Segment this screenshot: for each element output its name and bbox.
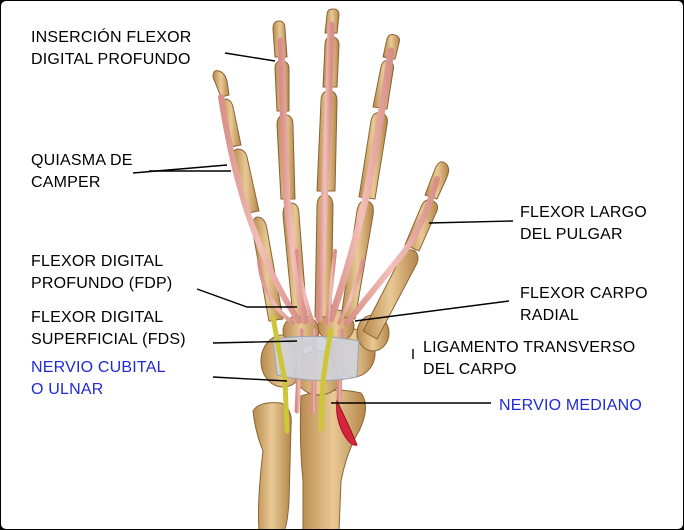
label-ligamento-transverso-del-carpo: LIGAMENTO TRANSVERSO DEL CARPO [423, 337, 635, 381]
transverse-carpal-ligament [272, 335, 360, 382]
label-quiasma-line2: CAMPER [31, 174, 101, 191]
label-cubital-line1: NERVIO CUBITAL [31, 359, 166, 376]
label-insercion-line1: INSERCIÓN FLEXOR [31, 29, 192, 46]
label-cubital-line2: O ULNAR [31, 381, 104, 398]
forearm-bones [252, 389, 366, 529]
label-flexor-carpo-line1: FLEXOR CARPO [520, 285, 648, 302]
label-nervio-cubital: NERVIO CUBITAL O ULNAR [31, 357, 166, 401]
label-flexor-largo-line1: FLEXOR LARGO [520, 204, 647, 221]
label-flexor-carpo-line2: RADIAL [520, 307, 579, 324]
radius-bone [299, 389, 366, 529]
label-flexor-digital-superficial: FLEXOR DIGITAL SUPERFICIAL (FDS) [31, 307, 186, 351]
label-quiasma-de-camper: QUIASMA DE CAMPER [31, 150, 133, 194]
label-flexor-largo-del-pulgar: FLEXOR LARGO DEL PULGAR [520, 202, 647, 246]
flexor-tendons [218, 21, 440, 414]
label-flexor-carpo-radial: FLEXOR CARPO RADIAL [520, 283, 648, 327]
median-nerve [318, 328, 334, 432]
muscle-belly [336, 399, 358, 446]
label-flexor-largo-line2: DEL PULGAR [520, 226, 623, 243]
label-fds-line1: FLEXOR DIGITAL [31, 309, 164, 326]
label-nervio-mediano: NERVIO MEDIANO [499, 395, 642, 417]
label-quiasma-line1: QUIASMA DE [31, 152, 133, 169]
label-fds-line2: SUPERFICIAL (FDS) [31, 331, 186, 348]
label-ligamento-line2: DEL CARPO [423, 361, 517, 378]
label-flexor-digital-profundo: FLEXOR DIGITAL PROFUNDO (FDP) [31, 251, 172, 295]
label-mediano-line1: NERVIO MEDIANO [499, 397, 642, 414]
label-insercion-line2: DIGITAL PROFUNDO [31, 51, 191, 68]
leader-lines [132, 52, 514, 404]
label-insercion-flexor-digital-profundo: INSERCIÓN FLEXOR DIGITAL PROFUNDO [31, 27, 192, 71]
label-fdp-line2: PROFUNDO (FDP) [31, 275, 173, 292]
ulna-bone [252, 402, 292, 529]
label-ligamento-line1: LIGAMENTO TRANSVERSO [423, 339, 636, 356]
label-fdp-line1: FLEXOR DIGITAL [31, 253, 164, 270]
